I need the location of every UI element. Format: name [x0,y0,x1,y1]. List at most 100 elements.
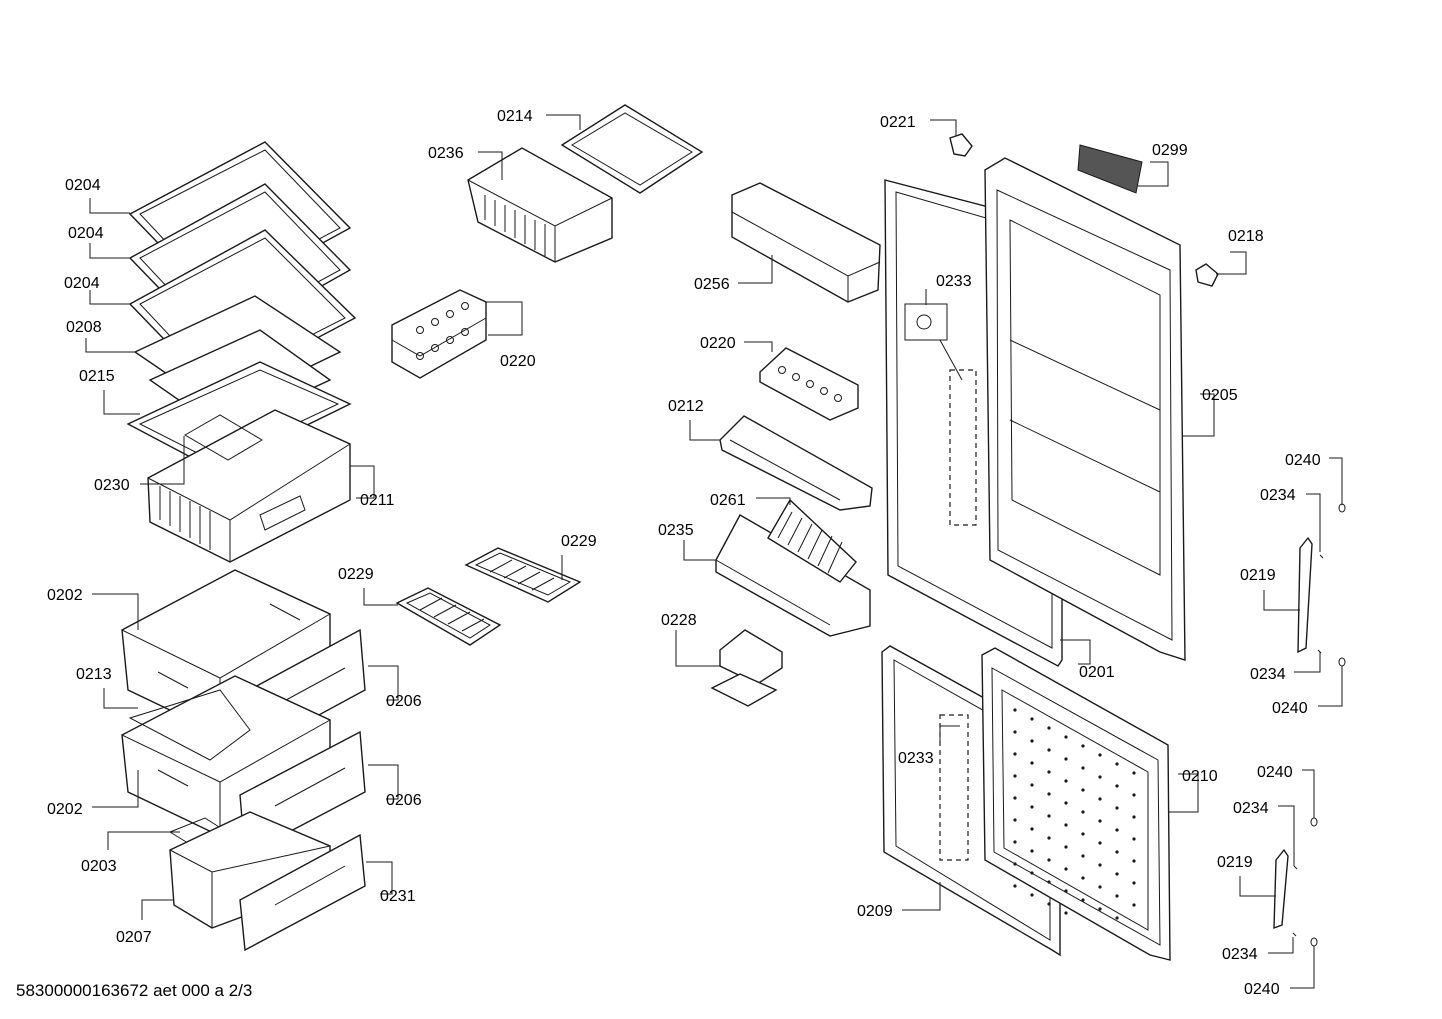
dimple [1081,854,1085,858]
part-label-0218: 0218 [1228,228,1264,245]
dimple [1030,783,1034,787]
dimple [1098,753,1102,757]
dimple [1047,792,1051,796]
dimple [1030,739,1034,743]
part-label-0201: 0201 [1079,664,1115,681]
dimple [1047,726,1051,730]
dimple [1013,818,1017,822]
freezer-door-dimples [1013,708,1136,920]
dimple [1081,876,1085,880]
leader-lines [85,114,1343,989]
part-label-0211: 0211 [360,492,395,509]
part-label-0234: 0234 [1250,666,1286,683]
dimple [1064,735,1068,739]
door-shelf-0205 [719,415,873,511]
dimple [1081,766,1085,770]
crisper-drawer-0211 [147,409,351,563]
part-label-0215: 0215 [79,368,115,385]
dimple [1064,757,1068,761]
ice-tray-0229-left [395,587,502,646]
dimple [1047,858,1051,862]
dimple [1132,815,1136,819]
dimple [1030,871,1034,875]
part-label-0214: 0214 [497,108,533,125]
handle-0219-upper [1297,536,1313,654]
dimple [1064,801,1068,805]
part-label-0206: 0206 [386,792,422,809]
part-label-0229: 0229 [338,566,374,583]
part-label-0233: 0233 [936,273,972,290]
part-label-0204: 0204 [64,275,100,292]
handle-0219-lower [1273,848,1289,930]
drawer-0236 [467,147,613,263]
part-label-0212: 0212 [668,398,704,415]
ice-tray-0229-right [464,547,582,603]
dimple [1047,748,1051,752]
egg-tray-0220-middle [391,289,487,379]
dimple [1064,911,1068,915]
part-label-0206: 0206 [386,693,422,710]
part-label-0203: 0203 [81,858,117,875]
part-label-0219: 0219 [1217,854,1253,871]
part-label-0236: 0236 [428,145,464,162]
dimple [1081,898,1085,902]
fridge-door-0212 [984,157,1186,661]
dimple [1030,761,1034,765]
dimple [1013,708,1017,712]
part-label-0240: 0240 [1244,981,1280,998]
dimple [1013,840,1017,844]
part-label-0221: 0221 [880,114,916,131]
dimple [1081,744,1085,748]
part-label-0213: 0213 [76,666,112,683]
part-label-0229: 0229 [561,533,597,550]
dimple [1132,881,1136,885]
part-label-0235: 0235 [658,522,694,539]
dimple [1098,907,1102,911]
dimple [1115,806,1119,810]
dimple [1064,889,1068,893]
part-label-0210: 0210 [1182,768,1218,785]
dimple [1013,752,1017,756]
dimple [1098,885,1102,889]
dimple [1081,788,1085,792]
bottle-holder-0261 [767,498,857,583]
small-box-0228 [710,629,783,707]
dimple [1013,796,1017,800]
part-label-0234: 0234 [1260,487,1296,504]
dimple [1064,845,1068,849]
glass-plate-0213 [128,689,251,761]
part-label-0202: 0202 [47,587,83,604]
part-label-0204: 0204 [65,177,101,194]
dimple [1047,836,1051,840]
part-label-0234: 0234 [1233,800,1269,817]
dimple [1013,730,1017,734]
dimple [1030,717,1034,721]
dimple [1064,779,1068,783]
dimple [1013,774,1017,778]
part-label-0240: 0240 [1272,700,1308,717]
part-labels: 0204020402040208021502300211020202130206… [47,108,1321,998]
part-label-0240: 0240 [1285,452,1321,469]
dimple [1098,819,1102,823]
dimple [1013,862,1017,866]
dashed-shelf-support-upper [949,369,977,526]
dimple [1132,859,1136,863]
part-label-0204: 0204 [68,225,104,242]
door-shelf-0235 [715,514,871,637]
part-label-0234: 0234 [1222,946,1258,963]
part-label-0205: 0205 [1202,387,1238,404]
dimple [1030,805,1034,809]
dimple [1098,797,1102,801]
dimple [1115,784,1119,788]
dimple [1030,893,1034,897]
part-label-0228: 0228 [661,612,697,629]
dimple [1115,850,1119,854]
drawing-reference-number: 58300000163672 aet 000 a 2/3 [16,981,253,1000]
dimple [1081,832,1085,836]
dimple [1081,810,1085,814]
bottle-shelf-0256 [731,182,881,303]
part-label-0219: 0219 [1240,567,1276,584]
freezer-door-0210 [981,647,1171,961]
dimple [1132,837,1136,841]
